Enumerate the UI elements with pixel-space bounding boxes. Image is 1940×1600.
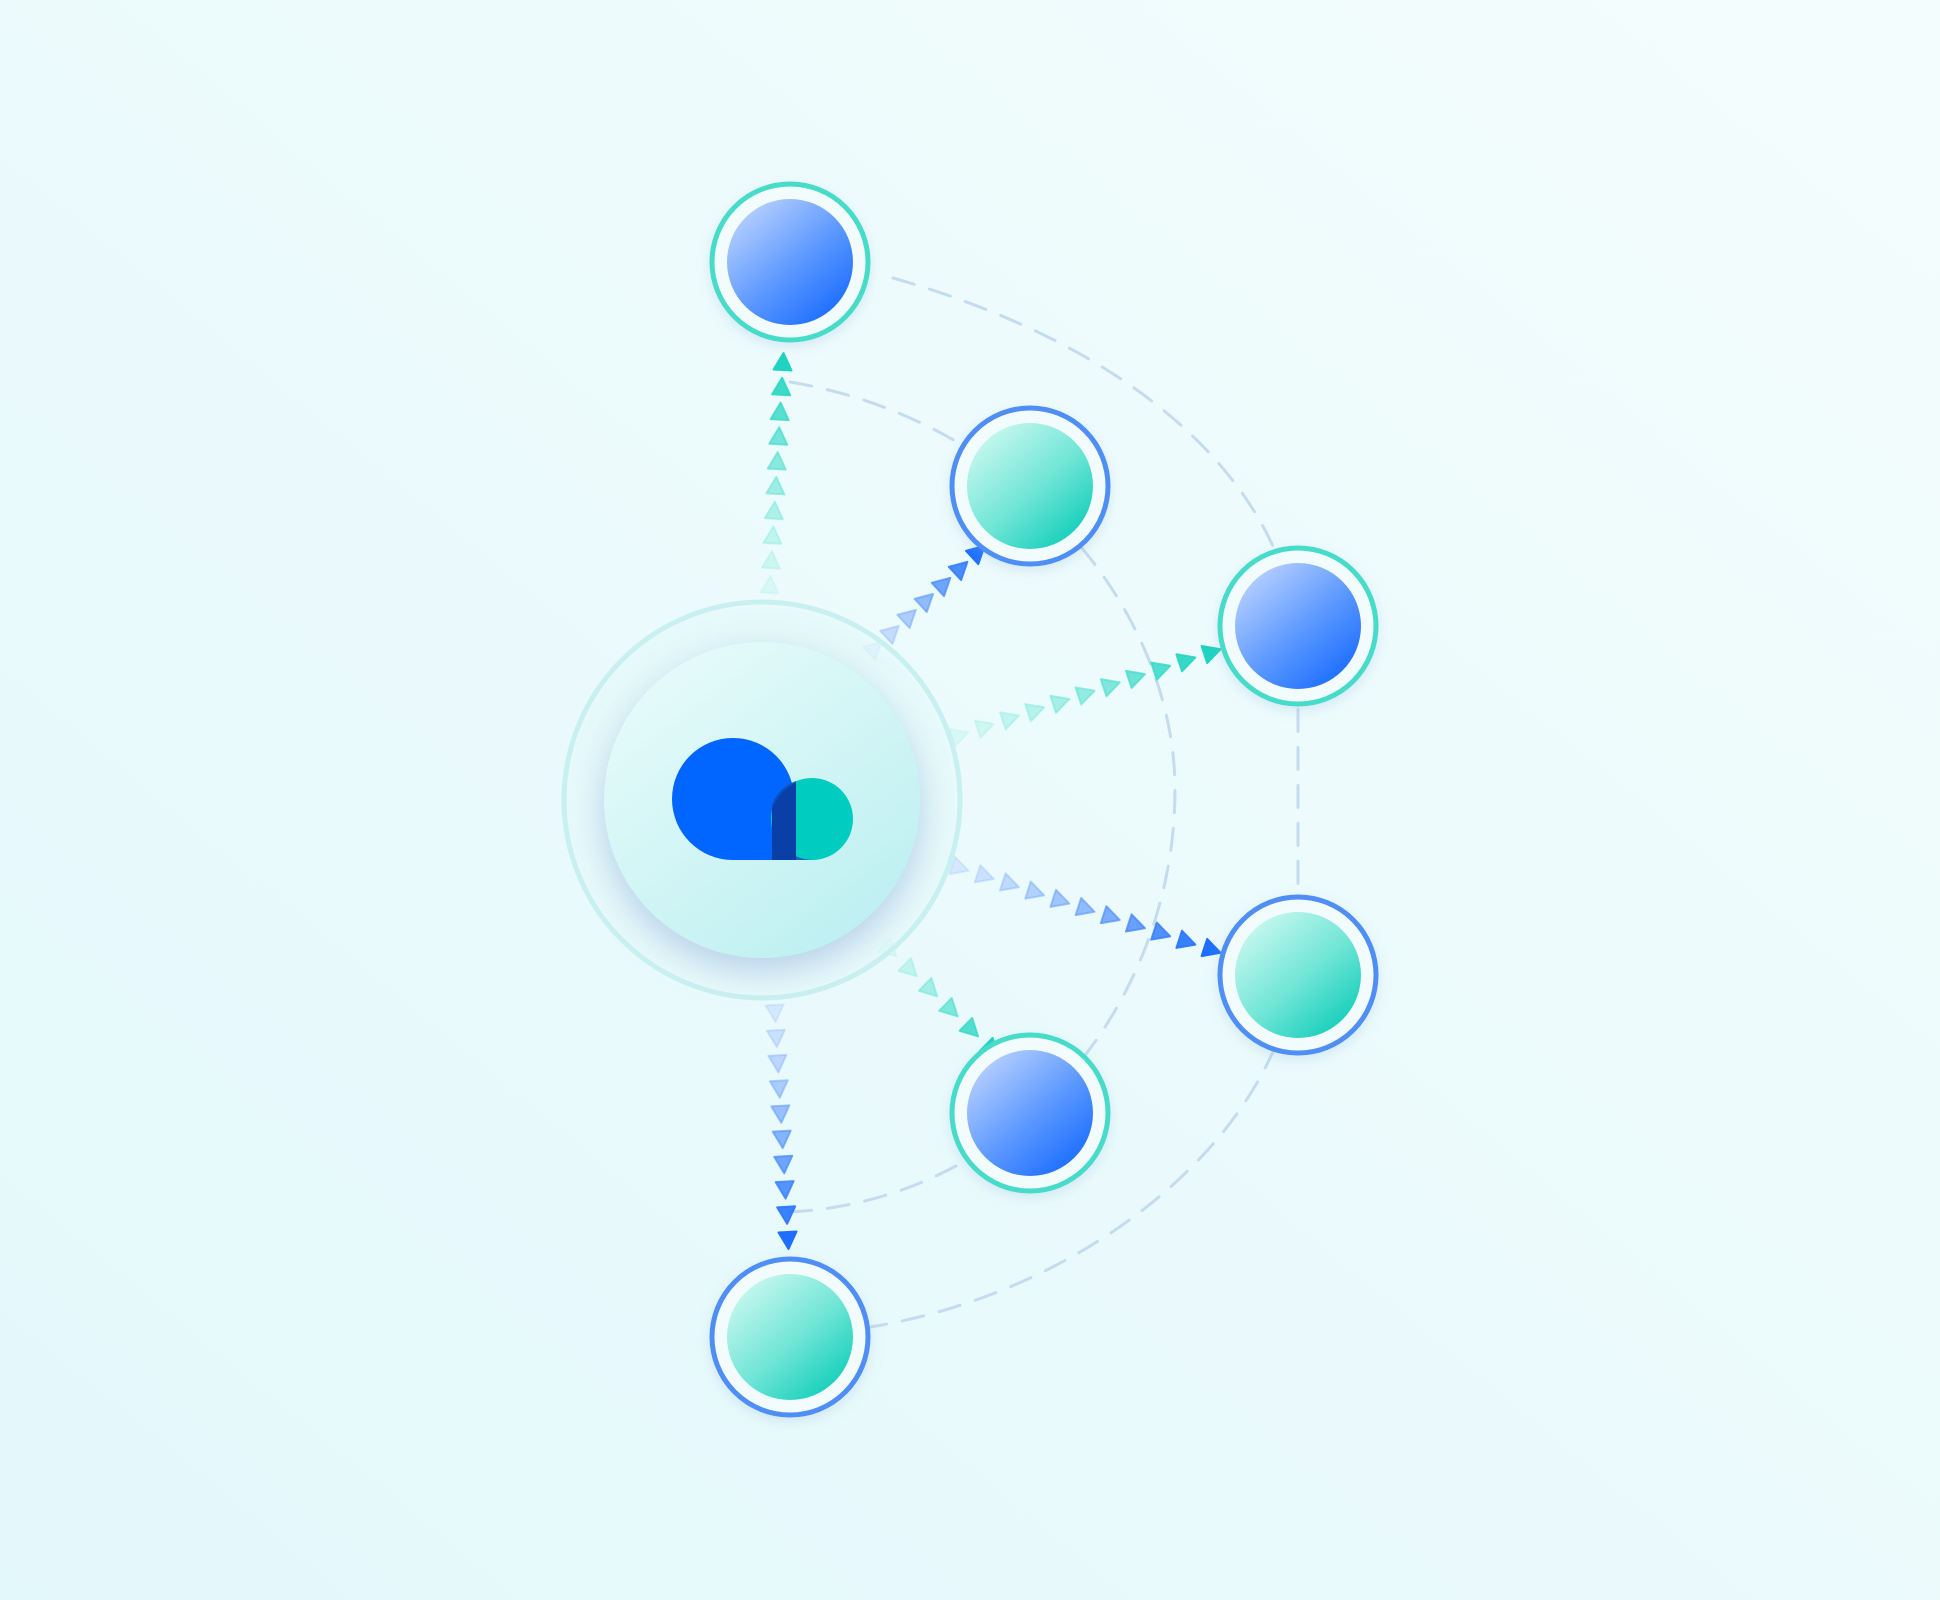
flow-arrowhead bbox=[1049, 888, 1071, 908]
flow-arrowhead bbox=[1024, 880, 1046, 900]
flow-arrowhead bbox=[1125, 913, 1146, 933]
node-lower-right bbox=[1217, 894, 1379, 1056]
flow-arrowhead bbox=[999, 872, 1020, 892]
flow-arrowhead bbox=[768, 426, 789, 446]
flow-arrowhead bbox=[913, 592, 935, 614]
flow-arrowhead bbox=[1124, 669, 1146, 689]
flow-arrowhead bbox=[1049, 694, 1071, 714]
flow-arrowhead bbox=[765, 1028, 786, 1049]
nodes bbox=[709, 181, 1379, 1418]
flow-arrowhead bbox=[763, 500, 784, 521]
flow-arrowhead bbox=[770, 1104, 791, 1124]
flow-arrowhead bbox=[1175, 929, 1197, 949]
flow-arrowhead bbox=[897, 956, 918, 978]
flow-arrowhead bbox=[767, 1053, 788, 1074]
node-fill bbox=[1235, 563, 1361, 689]
node-fill bbox=[1235, 912, 1361, 1038]
flow-arrowhead bbox=[771, 376, 792, 397]
node-fill bbox=[727, 199, 853, 325]
flow-arrowhead bbox=[766, 451, 787, 471]
node-bottom bbox=[709, 1256, 871, 1418]
flow-arrowhead bbox=[1024, 703, 1046, 723]
flow-to-bottom bbox=[764, 1003, 798, 1250]
flow-arrowhead bbox=[879, 624, 900, 646]
flow-arrowhead bbox=[965, 544, 986, 566]
arc-outer bbox=[868, 276, 1300, 1329]
flow-to-top bbox=[759, 352, 793, 595]
flow-arrowhead bbox=[947, 560, 969, 582]
flow-arrowhead bbox=[1074, 686, 1096, 706]
flow-arrowhead bbox=[896, 608, 917, 630]
flow-arrowhead bbox=[1099, 905, 1121, 925]
flow-arrowhead bbox=[1150, 661, 1172, 681]
node-fill bbox=[967, 1050, 1093, 1176]
flow-arrowhead bbox=[1150, 921, 1172, 941]
node-fill bbox=[967, 423, 1093, 549]
flow-arrowhead bbox=[973, 864, 995, 884]
flow-arrowhead bbox=[777, 1230, 798, 1250]
flow-arrowhead bbox=[760, 550, 781, 570]
flow-arrowhead bbox=[774, 1180, 795, 1200]
flow-arrowhead bbox=[771, 1129, 792, 1150]
node-top bbox=[709, 181, 871, 343]
flow-arrowhead bbox=[765, 475, 786, 496]
cloud-logo-icon bbox=[672, 738, 853, 860]
node-upper-inner bbox=[949, 405, 1111, 567]
flow-arrowhead bbox=[764, 1003, 785, 1023]
node-fill bbox=[727, 1274, 853, 1400]
flow-arrowhead bbox=[998, 711, 1020, 731]
flow-arrowhead bbox=[1099, 678, 1121, 698]
flow-arrowhead bbox=[776, 1205, 797, 1225]
flow-arrowhead bbox=[762, 525, 783, 545]
flow-arrowhead bbox=[769, 401, 790, 422]
flow-arrowhead bbox=[1175, 653, 1197, 673]
flow-to-lower-right bbox=[948, 855, 1222, 958]
flow-arrowhead bbox=[917, 976, 939, 998]
flow-arrowhead bbox=[768, 1079, 789, 1099]
flow-arrowhead bbox=[948, 855, 970, 876]
flow-arrowhead bbox=[773, 1154, 794, 1175]
flow-arrowhead bbox=[772, 352, 793, 372]
flow-arrowhead bbox=[1074, 896, 1096, 917]
node-lower-inner bbox=[949, 1032, 1111, 1194]
flow-arrowhead bbox=[1200, 937, 1222, 958]
flow-arrowhead bbox=[759, 575, 780, 595]
flow-arrowhead bbox=[1200, 644, 1222, 665]
flow-arrowhead bbox=[930, 576, 952, 598]
flow-arrowhead bbox=[958, 1016, 980, 1038]
flow-arrowhead bbox=[973, 719, 995, 739]
flow-arrowhead bbox=[938, 996, 959, 1018]
flow-to-upper-right bbox=[948, 644, 1222, 748]
hub bbox=[561, 599, 963, 1001]
node-upper-right bbox=[1217, 545, 1379, 707]
